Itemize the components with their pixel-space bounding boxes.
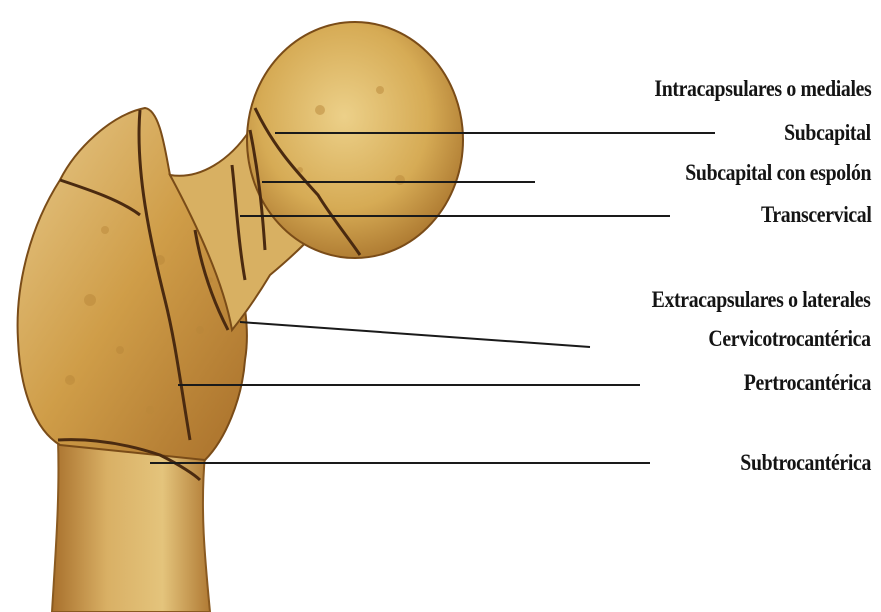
heading-intracapsular: Intracapsulares o mediales <box>654 76 871 102</box>
femur-shaft <box>52 440 210 612</box>
label-cervicotrocanterica: Cervicotrocantérica <box>709 326 871 352</box>
label-subcapital-con-espolon: Subcapital con espolón <box>685 160 871 186</box>
heading-extracapsular: Extracapsulares o laterales <box>652 287 871 313</box>
label-pertrocanterica: Pertrocantérica <box>744 370 871 396</box>
label-transcervical: Transcervical <box>760 202 871 228</box>
label-subcapital: Subcapital <box>784 120 871 146</box>
label-subtrocanterica: Subtrocantérica <box>740 450 871 476</box>
femoral-head <box>247 22 463 258</box>
greater-trochanter <box>18 108 247 460</box>
leader-cervicotrochanteric <box>240 322 590 347</box>
